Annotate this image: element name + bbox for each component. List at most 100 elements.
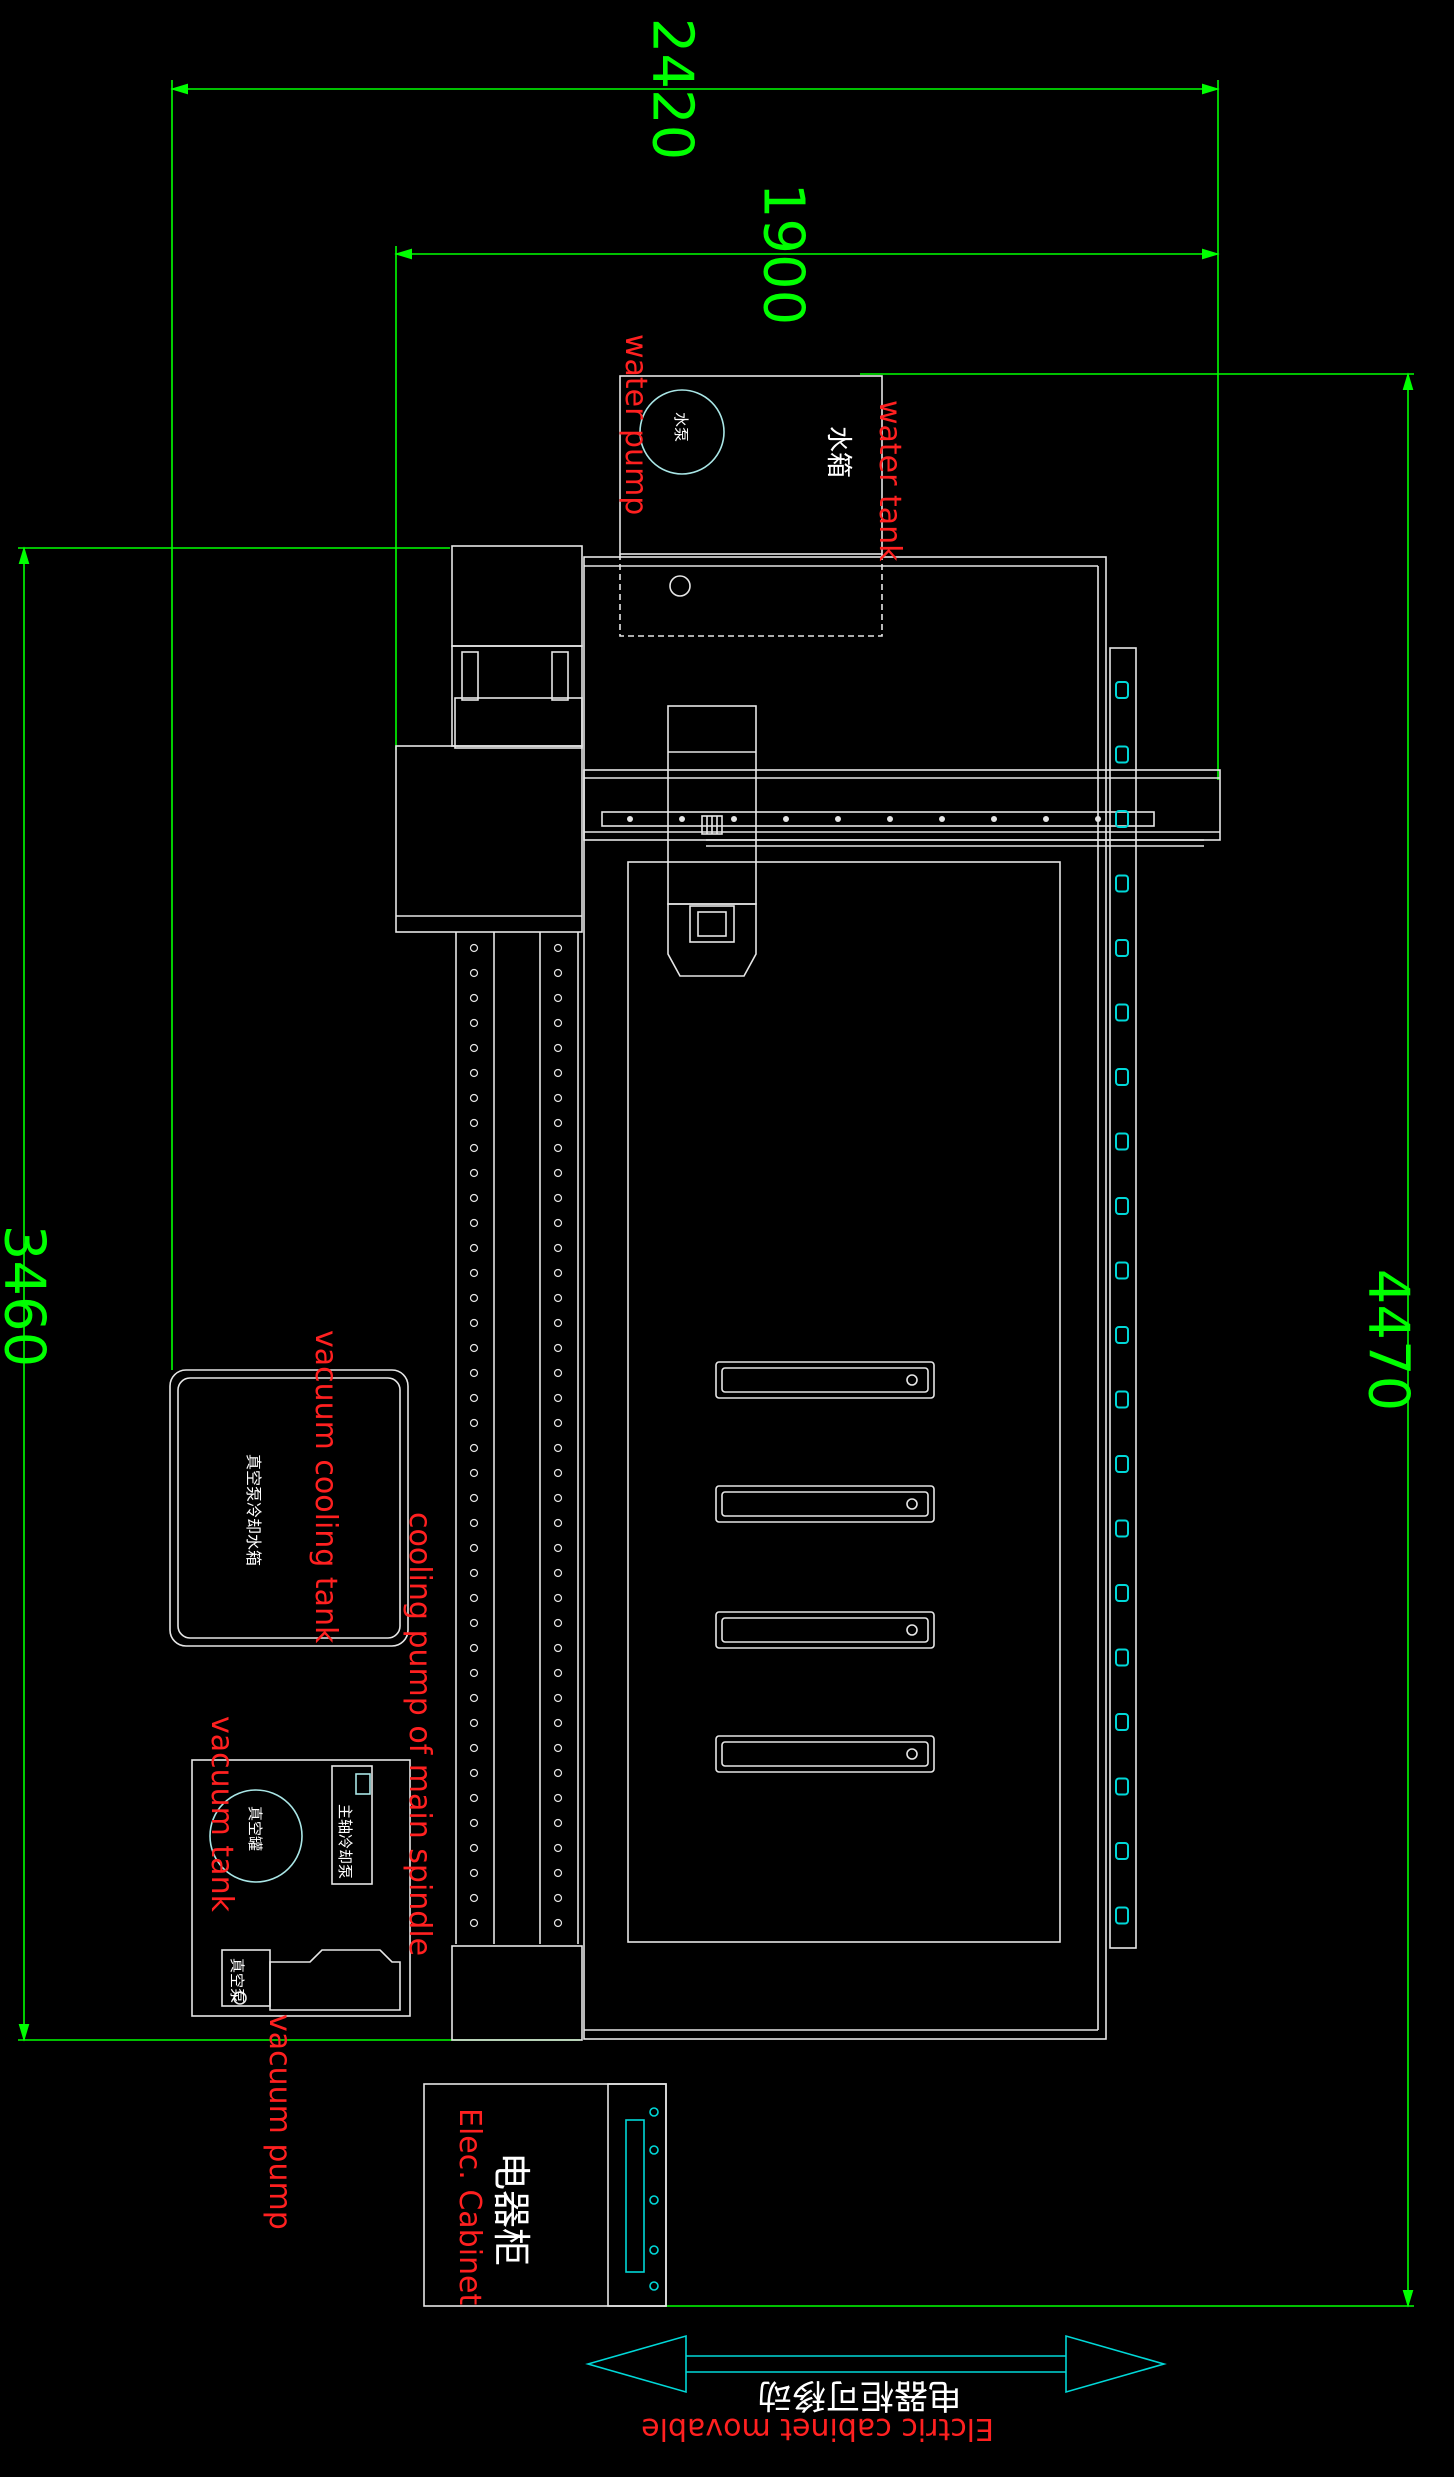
rail-dot xyxy=(553,1518,563,1528)
label-cooling-pump-cn: 主轴冷却泵 xyxy=(336,1804,354,1879)
rail-dot xyxy=(469,1393,479,1403)
gantry xyxy=(583,769,1221,841)
rail-dot xyxy=(469,1068,479,1078)
label-vacuum-cooling-tank: vacuum cooling tank xyxy=(308,1330,343,1644)
rail-dot xyxy=(553,943,563,953)
gantry-dot xyxy=(887,816,893,822)
rail-dot xyxy=(469,1418,479,1428)
rail-dot xyxy=(553,1818,563,1828)
rail-dot xyxy=(553,1018,563,1028)
rail-dots xyxy=(469,943,563,1928)
rack-strip xyxy=(1109,647,1137,1949)
label-vacuum-tank-cn: 真空罐 xyxy=(246,1806,264,1851)
rail-dot xyxy=(553,1193,563,1203)
rail-dot xyxy=(469,1318,479,1328)
gantry-dot xyxy=(1043,816,1049,822)
rail-dot xyxy=(553,1068,563,1078)
rail-dot xyxy=(469,1493,479,1503)
rack-mark xyxy=(1115,1842,1129,1860)
rack-mark xyxy=(1115,1455,1129,1473)
vacuum-unit xyxy=(191,1759,411,2017)
rack-mark xyxy=(1115,1519,1129,1538)
rail-dot xyxy=(553,1793,563,1803)
rail-dot xyxy=(469,1293,479,1303)
rack-mark xyxy=(1115,1068,1129,1086)
label-vacuum-pump-cn: 真空泵 xyxy=(228,1958,246,2003)
rail-dot xyxy=(553,1843,563,1853)
rail-dot xyxy=(553,1293,563,1303)
rail-dot xyxy=(469,1893,479,1903)
rail-dot xyxy=(469,1243,479,1253)
vacuum-cooling-tank xyxy=(169,1369,409,1647)
rail-dot xyxy=(553,1493,563,1503)
rail-dot xyxy=(469,1218,479,1228)
rail-dot xyxy=(553,1768,563,1778)
gantry-dot xyxy=(1095,816,1101,822)
rail-dot xyxy=(553,1418,563,1428)
rail-dot xyxy=(553,1268,563,1278)
rail-dot xyxy=(553,1118,563,1128)
gantry-dot xyxy=(679,816,685,822)
label-vacuum-pump: vacuum pump xyxy=(262,2014,297,2230)
rack-mark xyxy=(1115,1197,1129,1215)
rack-mark xyxy=(1115,1713,1129,1731)
rail-dot xyxy=(469,1718,479,1728)
label-vacuum-tank: vacuum tank xyxy=(204,1716,239,1913)
annotation-labels: water pump water tank vacuum cooling tan… xyxy=(204,334,994,2446)
rack-mark xyxy=(1115,810,1129,828)
dim-top-width: 2420 xyxy=(640,18,705,161)
rack-mark xyxy=(1115,1906,1129,1925)
rack-mark xyxy=(1115,745,1129,764)
rack-mark xyxy=(1115,874,1129,893)
rail-dot xyxy=(553,1243,563,1253)
rail-dot xyxy=(553,1443,563,1453)
machine xyxy=(395,375,1221,2041)
label-movable-en: Elctric cabinet movable xyxy=(641,2411,994,2446)
rail-dot xyxy=(469,1193,479,1203)
rail-dot xyxy=(469,993,479,1003)
rail-dot xyxy=(553,1918,563,1928)
label-movable-cn: 电器柜可移动 xyxy=(758,2375,962,2415)
label-water-tank: water tank xyxy=(872,400,907,562)
frame-block-bottom xyxy=(451,1945,583,2041)
rail-dot xyxy=(553,1168,563,1178)
gantry-dot xyxy=(835,816,841,822)
rail-dot xyxy=(469,1343,479,1353)
movable-arrow xyxy=(585,2334,1167,2394)
label-water-pump: water pump xyxy=(618,334,653,515)
rack-marks xyxy=(1115,681,1129,1925)
rack-mark xyxy=(1115,1390,1129,1409)
rail-dot xyxy=(469,1868,479,1878)
rail-dot xyxy=(553,1393,563,1403)
rail-dot xyxy=(469,1693,479,1703)
rail-dot xyxy=(469,943,479,953)
label-elec-cabinet-en: Elec. Cabinet xyxy=(452,2108,487,2305)
rail-dot xyxy=(553,1718,563,1728)
spindle-head xyxy=(667,705,757,905)
rail-dot xyxy=(553,1143,563,1153)
chinese-labels: 水泵 水箱 真空泵冷却水箱 主轴冷却泵 真空罐 真空泵 电器柜 电器柜可移动 xyxy=(228,412,962,2415)
rack-mark xyxy=(1115,1261,1129,1280)
gantry-dots xyxy=(627,816,1101,822)
rail-dot xyxy=(553,1093,563,1103)
rail-dot xyxy=(469,1643,479,1653)
rail-dot xyxy=(553,1668,563,1678)
label-vacuum-cooling-tank-cn: 真空泵冷却水箱 xyxy=(244,1454,263,1566)
rail-dot xyxy=(469,1593,479,1603)
rail-dot xyxy=(469,1543,479,1553)
rack-mark xyxy=(1115,1584,1129,1602)
rail-dot xyxy=(553,993,563,1003)
left-equipment xyxy=(169,1369,667,2307)
label-water-tank-cn: 水箱 xyxy=(823,426,853,478)
label-water-pump-cn: 水泵 xyxy=(672,412,690,442)
label-cooling-pump: cooling pump of main spindle xyxy=(402,1512,437,1956)
rack-mark xyxy=(1115,1326,1129,1344)
rail-dot xyxy=(469,1843,479,1853)
rail-dot xyxy=(553,1318,563,1328)
rail-dot xyxy=(469,1818,479,1828)
rail-dot xyxy=(469,1018,479,1028)
rack-mark xyxy=(1115,1648,1129,1667)
dim-right-height: 4470 xyxy=(1356,1269,1421,1412)
rail-dot xyxy=(553,1343,563,1353)
rail-dot xyxy=(553,968,563,978)
